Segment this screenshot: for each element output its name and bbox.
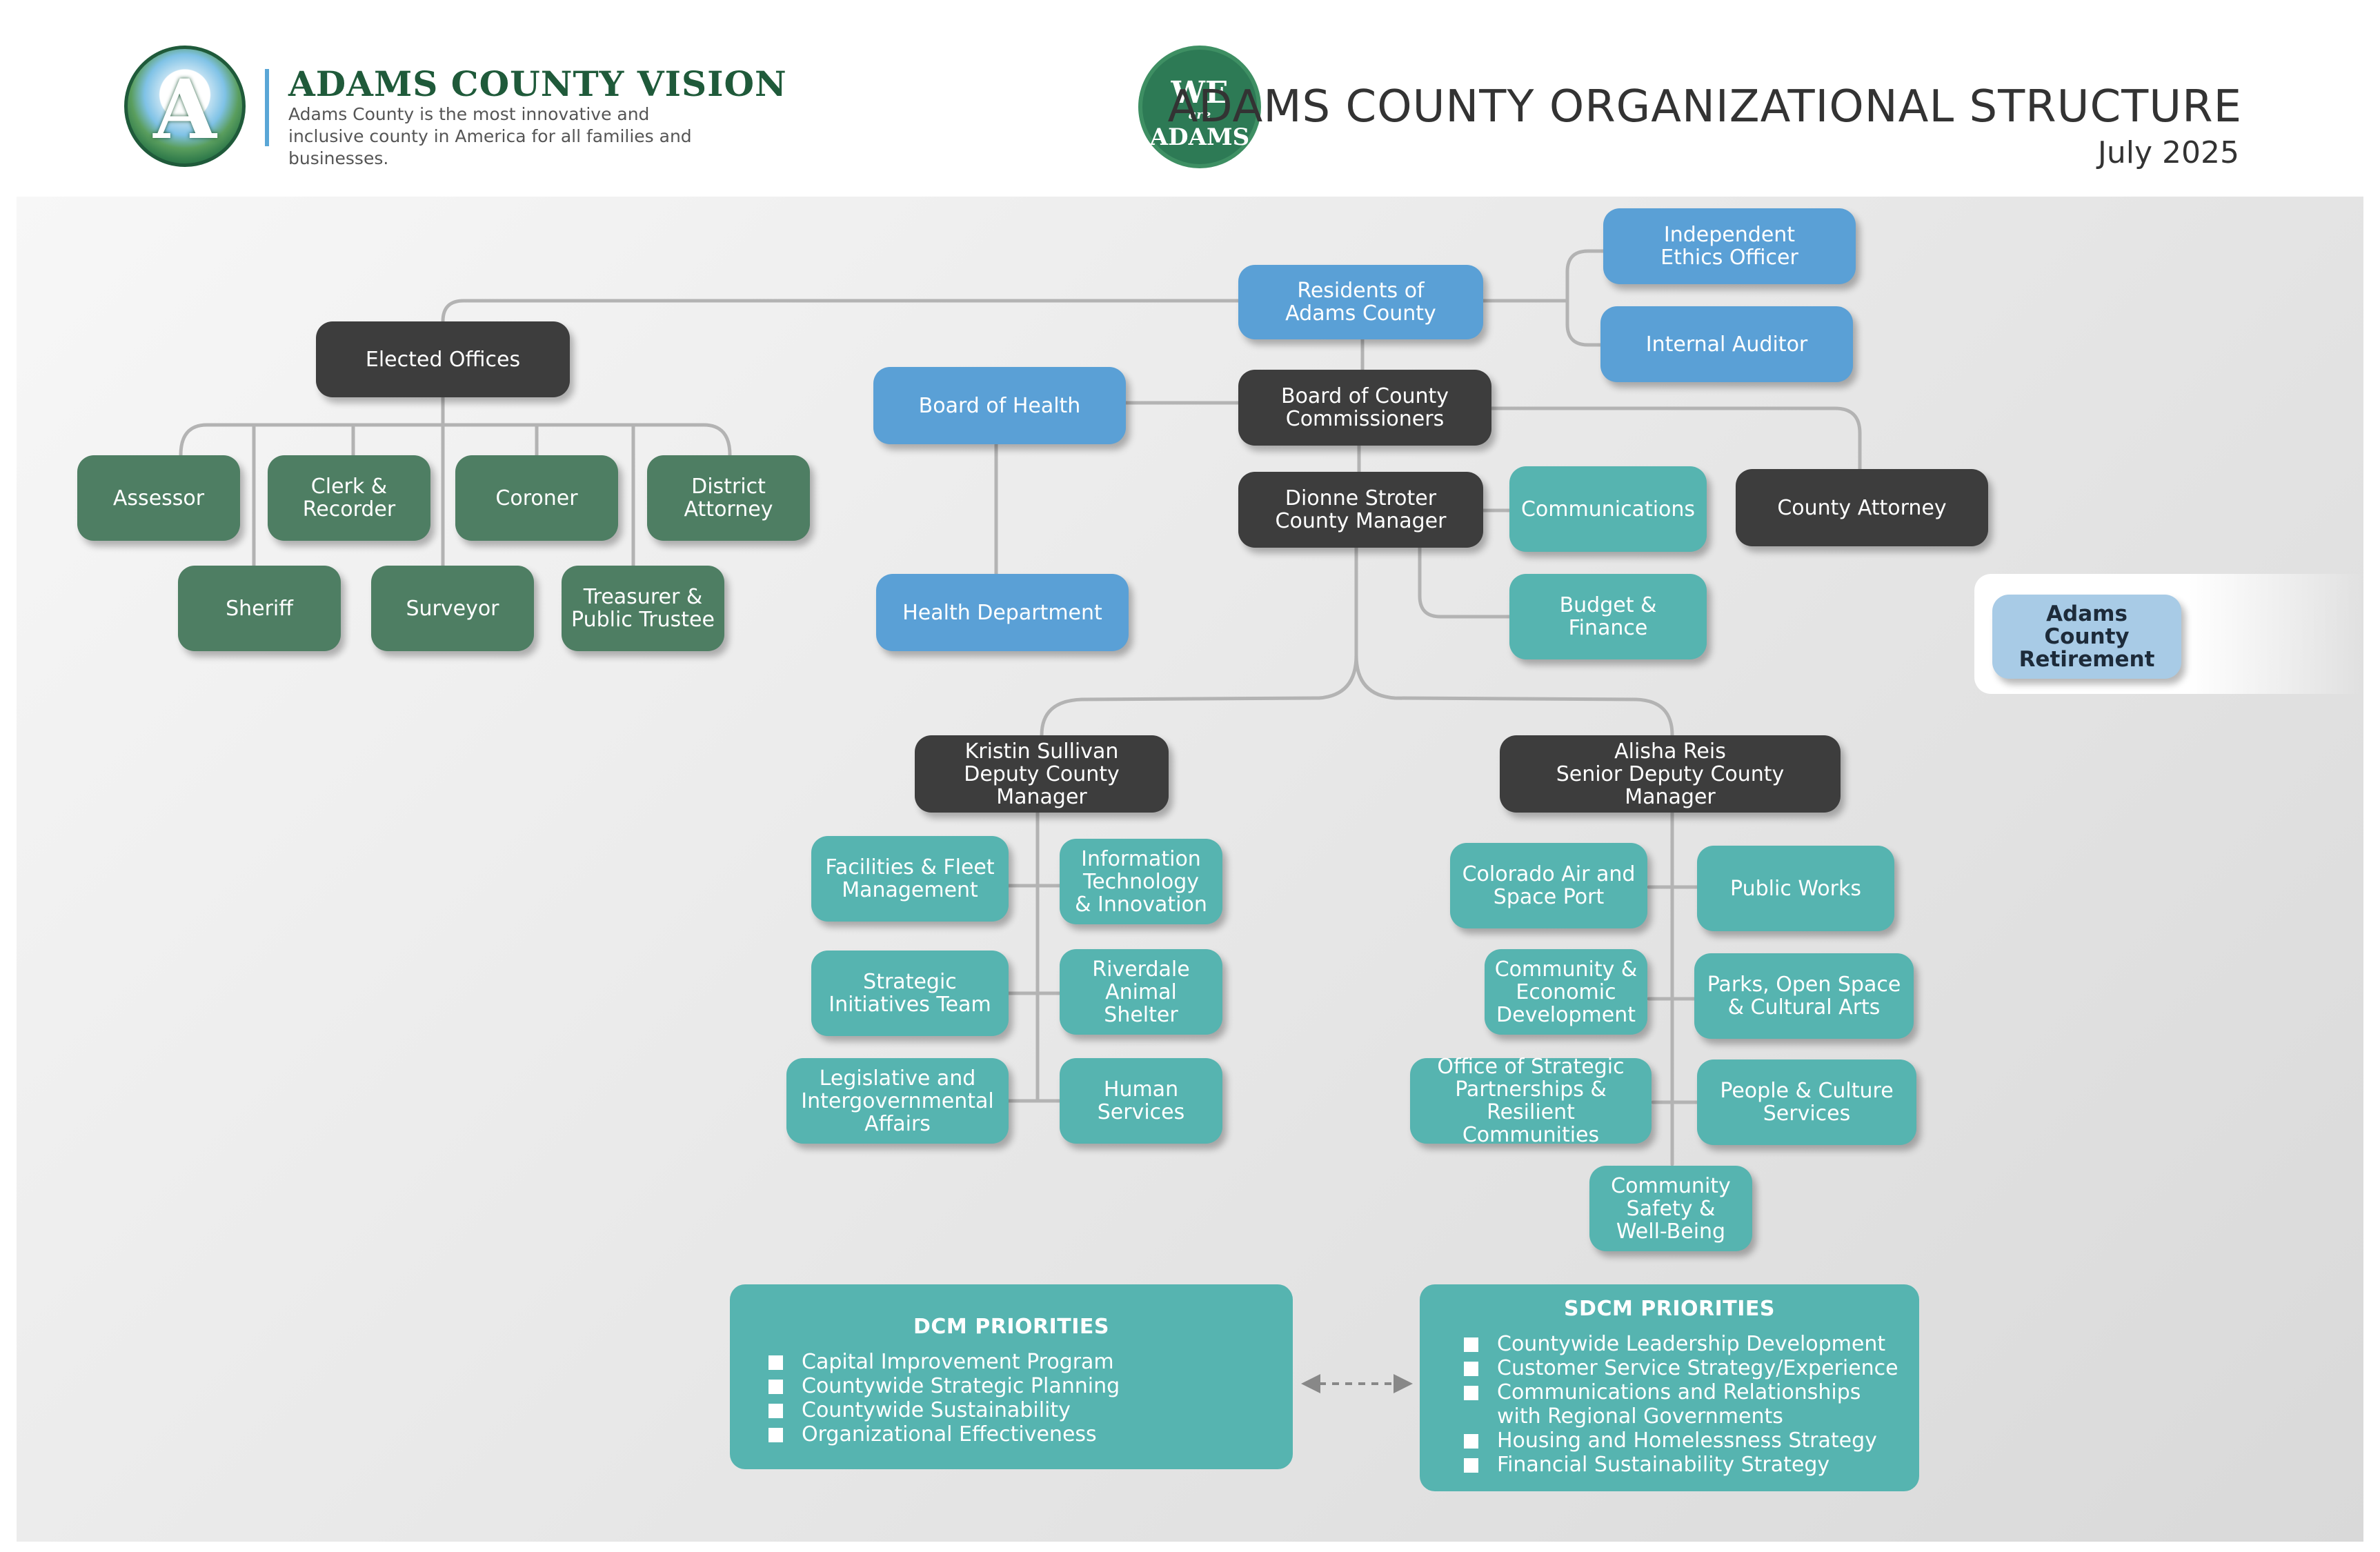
sdcm-priority-item: Countywide Leadership Development [1464, 1332, 1919, 1356]
page-title: ADAMS COUNTY ORGANIZATIONAL STRUCTURE [1167, 81, 2242, 132]
sdcm-priority-item: Financial Sustainability Strategy [1464, 1453, 1919, 1477]
riverdale-animal-shelter-box: Riverdale Animal Shelter [1060, 949, 1222, 1035]
sdcm-priorities-box: SDCM PRIORITIES Countywide Leadership De… [1420, 1284, 1919, 1491]
bocc-box: Board of County Commissioners [1238, 370, 1491, 446]
county-attorney-box: County Attorney [1736, 469, 1988, 546]
information-technology-box: Information Technology & Innovation [1060, 839, 1222, 924]
line-manager-budget [1418, 546, 1511, 619]
we-logo-word-we: WE [1171, 75, 1229, 110]
ethics-officer-box: Independent Ethics Officer [1603, 208, 1856, 284]
district-attorney-box: District Attorney [647, 455, 810, 541]
assessor-box: Assessor [77, 455, 240, 541]
dcm-priorities-box: DCM PRIORITIES Capital Improvement Progr… [730, 1284, 1293, 1469]
line-residents-oversight [1481, 249, 1605, 347]
line-manager-deputies [1040, 546, 1674, 737]
priorities-link-arrow [1301, 1374, 1413, 1393]
page-header: A ADAMS COUNTY VISION Adams County is th… [0, 0, 2380, 197]
surveyor-box: Surveyor [371, 566, 534, 651]
we-are-adams-logo: WE are ADAMS [1138, 46, 1261, 168]
adams-county-logo-letter: A [153, 61, 217, 157]
community-safety-box: Community Safety & Well-Being [1589, 1166, 1752, 1251]
vision-divider [265, 69, 269, 146]
communications-box: Communications [1509, 466, 1707, 552]
line-dcm-tree [993, 810, 1062, 1103]
residents-box: Residents of Adams County [1238, 265, 1483, 339]
line-residents-elected [441, 299, 1240, 326]
health-department-box: Health Department [876, 574, 1129, 651]
dcm-priority-item: Capital Improvement Program [768, 1350, 1293, 1374]
sdcm-priorities-title: SDCM PRIORITIES [1563, 1297, 1776, 1321]
budget-finance-box: Budget & Finance [1509, 574, 1707, 659]
we-logo-word-adams: ADAMS [1149, 123, 1250, 151]
dcm-priority-item: Countywide Strategic Planning [768, 1374, 1293, 1398]
line-elected-offices [179, 395, 732, 568]
people-culture-box: People & Culture Services [1697, 1059, 1916, 1145]
vision-statement: Adams County is the most innovative and … [288, 104, 692, 168]
deputy-county-manager-box: Kristin Sullivan Deputy County Manager [915, 735, 1169, 813]
human-services-box: Human Services [1060, 1058, 1222, 1144]
line-bocc-attorney [1489, 406, 1862, 471]
sdcm-priority-item: Communications and Relationships with Re… [1464, 1380, 1919, 1429]
sdcm-priorities-list: Countywide Leadership Development Custom… [1464, 1332, 1919, 1477]
page-date: July 2025 [2097, 135, 2239, 170]
dcm-priority-item: Organizational Effectiveness [768, 1422, 1293, 1446]
parks-open-space-box: Parks, Open Space & Cultural Arts [1694, 953, 1914, 1039]
sheriff-box: Sheriff [178, 566, 341, 651]
facilities-fleet-box: Facilities & Fleet Management [811, 836, 1009, 922]
vision-title: ADAMS COUNTY VISION [288, 63, 787, 104]
coroner-box: Coroner [455, 455, 618, 541]
county-manager-box: Dionne Stroter County Manager [1238, 472, 1483, 548]
dcm-priorities-list: Capital Improvement Program Countywide S… [768, 1350, 1293, 1446]
sdcm-priority-item: Customer Service Strategy/Experience [1464, 1356, 1919, 1380]
dcm-priority-item: Countywide Sustainability [768, 1398, 1293, 1422]
senior-deputy-county-manager-box: Alisha Reis Senior Deputy County Manager [1500, 735, 1841, 813]
line-sdcm-tree [1647, 810, 1699, 1166]
public-works-box: Public Works [1697, 846, 1894, 931]
internal-auditor-box: Internal Auditor [1600, 306, 1853, 382]
strategic-partnerships-box: Office of Strategic Partnerships & Resil… [1410, 1055, 1652, 1146]
community-economic-development-box: Community & Economic Development [1485, 949, 1647, 1035]
legislative-affairs-box: Legislative and Intergovernmental Affair… [786, 1058, 1009, 1144]
dcm-priorities-title: DCM PRIORITIES [913, 1315, 1109, 1339]
sdcm-priority-item: Housing and Homelessness Strategy [1464, 1429, 1919, 1453]
strategic-initiatives-box: Strategic Initiatives Team [811, 951, 1009, 1036]
treasurer-box: Treasurer & Public Trustee [562, 566, 724, 651]
clerk-recorder-box: Clerk & Recorder [268, 455, 430, 541]
board-of-health-box: Board of Health [873, 367, 1126, 444]
retirement-box: Adams County Retirement [1992, 595, 2181, 679]
colorado-air-space-port-box: Colorado Air and Space Port [1450, 843, 1647, 928]
we-logo-word-are: are [1188, 108, 1211, 122]
elected-offices-box: Elected Offices [316, 321, 570, 397]
adams-county-logo: A [124, 46, 246, 167]
